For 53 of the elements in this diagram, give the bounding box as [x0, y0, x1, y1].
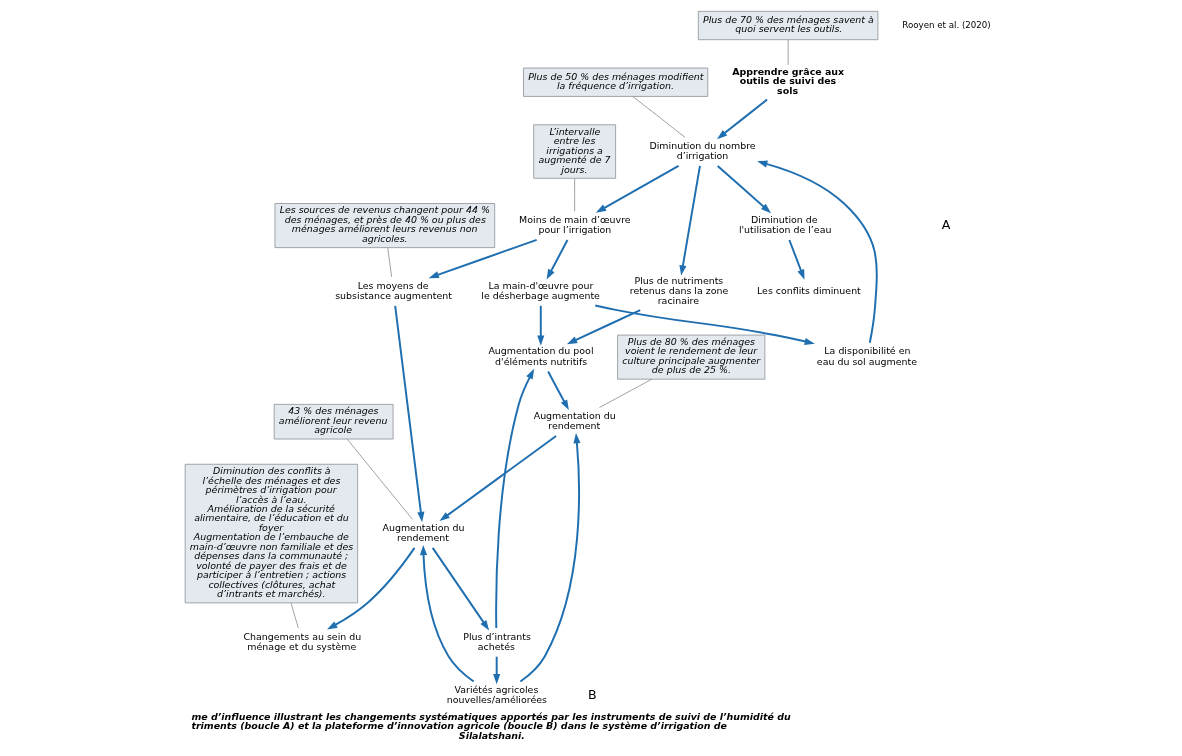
node-text: Diminution de l'utilisation de l’eau [738, 213, 832, 236]
node-box: Les sources de revenus changent pour 44 % des ménages, et près de 40 % ou plus des ménages améliorent leurs revenus non agricoles. [274, 203, 496, 249]
arrow [495, 368, 535, 630]
node-text: Apprendre grâce aux outils de suivi des sols [732, 65, 845, 96]
node-text: Plus d’intrants achetés [463, 630, 531, 652]
node-box: 43 % des ménages améliorent leur revenu agricole [273, 404, 394, 440]
arrow [431, 546, 490, 631]
node-box: L’intervalle entre les irrigations a augmenté de 7 jours. [533, 124, 616, 179]
label: B [588, 686, 597, 702]
node-box: Diminution des conflits à l’échelle des ménages et des périmètres d’irrigation pour l’accès à l’eau. Amélioration de la sécurité alimentaire, de l’éducation et du foyer Augmentation de l’embauche de main-d’œuvre non familiale et des dépenses dans la communauté ; volonté de payer des frais et de participer à l’entretien ; actions collectives (clôtures, achat d’intrants et marchés). [184, 463, 359, 604]
connector [346, 438, 413, 520]
arrow [716, 98, 769, 140]
node-text: Augmentation du rendement [533, 410, 616, 432]
node-text: Augmentation du pool d'éléments nutritifs [488, 345, 594, 367]
node-text: Changements au sein du ménage et du système [243, 630, 362, 652]
node-text: La disponibilité en eau du sol augmente [816, 345, 917, 367]
label: Rooyen et al. (2020) [902, 19, 991, 30]
arrow [439, 435, 558, 522]
connector [290, 602, 299, 629]
node-box: Plus de 50 % des ménages modifient la fréquence d’irrigation. [523, 67, 709, 97]
connector [599, 378, 653, 408]
connector [574, 178, 576, 212]
arrow [757, 160, 878, 344]
arrow [493, 655, 501, 685]
arrow [566, 309, 642, 345]
label: A [941, 216, 951, 232]
arrow [716, 164, 772, 214]
node-text: La main-d'œuvre pour le désherbage augmente [481, 279, 600, 301]
connector [387, 247, 393, 278]
arrow [679, 164, 701, 276]
arrow [537, 304, 545, 346]
arrow [394, 304, 425, 523]
arrow [428, 238, 538, 279]
node-box: Plus de 80 % des ménages voient le rendement de leur culture principale augmenter de plus de 25 %. [617, 334, 766, 380]
arrow [547, 370, 569, 411]
arrow [519, 433, 581, 683]
node-text: Variétés agricoles nouvelles/améliorées [446, 684, 547, 706]
arrow [595, 164, 680, 213]
arrow [788, 239, 805, 280]
arrow [546, 239, 569, 280]
node-text: Diminution du nombre d’irrigation [649, 139, 756, 162]
connector [632, 96, 686, 138]
node-text: Moins de main d’œuvre pour l’irrigation [519, 213, 631, 236]
node-text: Les conflits diminuent [757, 284, 861, 296]
arrow [327, 546, 416, 630]
arrow [594, 304, 815, 345]
node-box: Plus de 70 % des ménages savent à quoi servent les outils. [697, 10, 879, 41]
caption: me d’influence illustrant les changements systématiques apportés par les instruments de suivi de l’humidité du triments (boucle A) et la plateforme d’innovation agricole (boucle B) dans le système d’irrigation de Silalatshani. [191, 710, 791, 741]
node-text: Augmentation du rendement [382, 521, 465, 544]
arrow [419, 544, 475, 683]
node-text: Plus de nutriments retenus dans la zone racinaire [629, 274, 729, 307]
connector [787, 39, 789, 66]
node-text: Les moyens de subsistance augmentent [335, 279, 452, 301]
